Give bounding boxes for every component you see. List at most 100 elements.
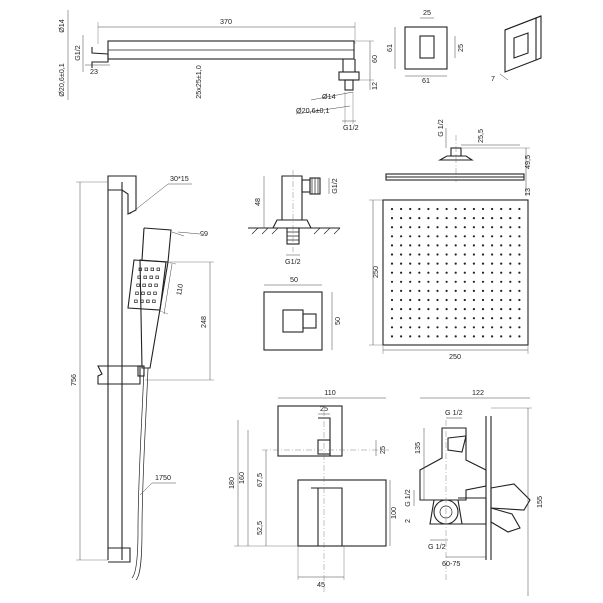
head-nozzle-dot (500, 226, 503, 229)
head-nozzle-dot (436, 244, 439, 247)
valve-front-lever (311, 487, 343, 546)
arm-drop-elbow (342, 59, 356, 73)
head-nozzle-dot (400, 262, 403, 265)
flange-iso-front (504, 17, 537, 73)
head-nozzle-dot (390, 335, 394, 338)
head-nozzle-dot (509, 298, 512, 302)
head-nozzle-dot (445, 280, 448, 283)
head-nozzle-dot (518, 226, 521, 229)
head-front-drawing: 250 250 (369, 199, 529, 361)
head-nozzle-dot (518, 207, 521, 211)
head-nozzle-dot (481, 244, 485, 247)
head-nozzle-dot (509, 207, 512, 211)
head-nozzle-dot (491, 289, 494, 292)
valve-front-plate-label: 100 (389, 507, 398, 519)
hand-nozzle-dot (138, 267, 142, 271)
head-nozzle-dot (463, 253, 466, 256)
head-nozzle-dot (454, 253, 457, 256)
head-nozzle-dot (509, 262, 512, 265)
rail-hose-label: 1750 (155, 473, 171, 482)
head-nozzle-dot (436, 253, 439, 256)
hand-nozzle-dot (156, 267, 160, 271)
flange-outer-square (404, 26, 448, 70)
head-side-drawing: G 1/2 25,5 49,5 13 (385, 119, 532, 196)
arm-nozzle-collar (338, 71, 360, 81)
valve-side-total-label: 155 (535, 496, 544, 508)
head-nozzle-dot (518, 289, 521, 292)
head-nozzle-dot (509, 253, 512, 256)
head-nozzle-dot (418, 317, 421, 320)
arm-nozzle (344, 79, 354, 91)
head-nozzle-dot (445, 271, 448, 274)
head-nozzle-dot (409, 262, 412, 265)
head-nozzle-dot (418, 262, 421, 265)
hand-nozzle-dot (134, 299, 138, 303)
hand-nozzle-dot (154, 283, 158, 287)
head-nozzle-dot (436, 280, 439, 283)
valve-side-thread-bottom-label: G 1/2 (428, 542, 446, 551)
head-nozzle-dot (491, 207, 494, 211)
head-nozzle-dot (500, 317, 503, 320)
head-nozzle-dot (518, 262, 521, 265)
head-nozzle-dot (463, 217, 466, 220)
head-nozzle-dot (491, 280, 494, 283)
head-nozzle-dot (518, 335, 521, 338)
head-nozzle-dot (518, 308, 521, 311)
head-nozzle-dot (436, 235, 439, 238)
head-nozzle-dot (427, 289, 430, 292)
head-front-width-label: 250 (449, 352, 461, 361)
flange-thickness-label: 7 (491, 74, 495, 83)
head-nozzle-dot (481, 308, 485, 311)
head-nozzle-dot (445, 308, 448, 311)
head-nozzle-dot (400, 308, 403, 311)
head-nozzle-dot (454, 262, 457, 265)
head-nozzle-dot (463, 298, 466, 302)
head-nozzle-dot (509, 271, 512, 274)
head-nozzle-dot (500, 271, 503, 274)
arm-nozzle-pipe-label: Ø14 (322, 92, 336, 101)
head-nozzle-dot (481, 262, 485, 265)
arm-thread-label: G1/2 (73, 45, 82, 61)
head-nozzle-dot (409, 226, 412, 229)
head-nozzle-dot (400, 280, 403, 283)
head-nozzle-dot (481, 226, 485, 229)
head-nozzle-dot (445, 262, 448, 265)
head-nozzle-dot (409, 280, 412, 283)
head-side-collar (437, 155, 474, 161)
rail-bottom-bracket (108, 547, 131, 563)
head-nozzle-dot (463, 262, 466, 265)
head-nozzle-dot (400, 326, 403, 329)
head-nozzle-dot (518, 317, 521, 320)
head-side-thread-label: G 1/2 (436, 119, 445, 137)
head-nozzle-dot (481, 253, 485, 256)
head-nozzle-dot (445, 226, 448, 229)
head-nozzle-dot (400, 226, 403, 229)
head-nozzle-dot (390, 217, 394, 220)
head-nozzle-dot (509, 226, 512, 229)
head-nozzle-dot (509, 317, 512, 320)
head-nozzle-dot (390, 271, 394, 274)
flange-width-label: 61 (422, 76, 430, 85)
head-nozzle-dot (436, 207, 439, 211)
head-nozzle-dot (491, 308, 494, 311)
flange-side-label: 25 (456, 44, 465, 52)
head-nozzle-dot (472, 298, 475, 302)
valve-front-bottom-label: 45 (317, 580, 325, 589)
head-nozzle-dot (472, 244, 475, 247)
head-nozzle-dot (427, 335, 430, 338)
hand-shower-face (127, 259, 167, 311)
arm-nozzle-thread-label: G1/2 (343, 123, 359, 132)
head-nozzle-dot (436, 289, 439, 292)
head-nozzle-dot (481, 235, 485, 238)
valve-side-width-label: 122 (472, 388, 484, 397)
valve-side-thread-top-label: G 1/2 (445, 408, 463, 417)
head-nozzle-dot (409, 308, 412, 311)
head-nozzle-dot (409, 298, 412, 302)
head-nozzle-dot (509, 280, 512, 283)
head-nozzle-dot (390, 235, 394, 238)
head-nozzle-dot (445, 207, 448, 211)
hose (131, 367, 145, 579)
elbow-side-drawing: 48 G1/2 G1/2 (248, 170, 341, 266)
elbow-thread-out-label: G1/2 (330, 178, 339, 194)
head-nozzle-dot (463, 226, 466, 229)
